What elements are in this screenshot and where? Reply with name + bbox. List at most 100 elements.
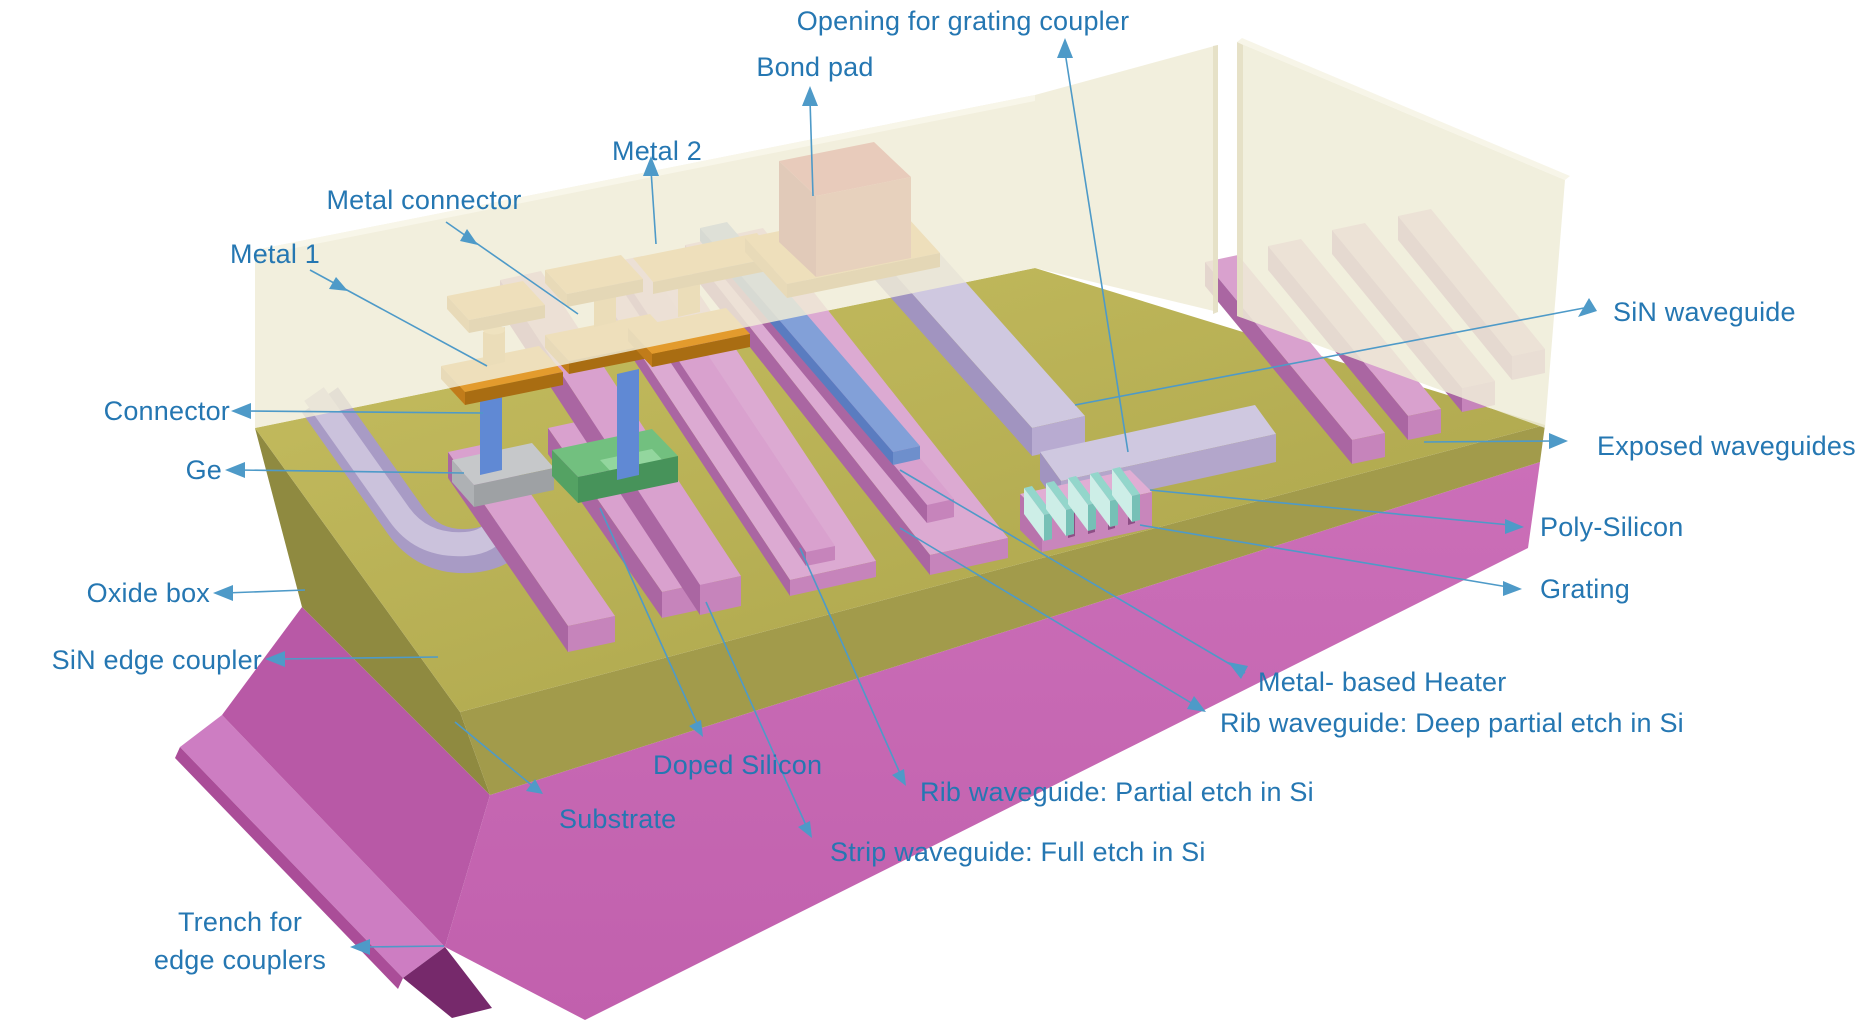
top-face [452, 443, 554, 485]
labels: Opening for grating coupler Bond pad Met… [52, 6, 1856, 975]
label-exposed-waveguides: Exposed waveguides [1597, 431, 1856, 461]
oxide-left-face [255, 428, 490, 795]
cladding-right-wall-top [1237, 38, 1570, 180]
connector-arrow [242, 410, 484, 414]
arrowhead [798, 821, 812, 838]
fin-front [1110, 499, 1118, 527]
opening-edge-right [1237, 42, 1243, 318]
label-metal-2: Metal 2 [612, 136, 702, 166]
fin-front [1088, 503, 1096, 531]
arrowhead [689, 720, 703, 737]
end-face [893, 446, 920, 465]
label-doped-silicon: Doped Silicon [653, 750, 822, 780]
label-poly-silicon: Poly-Silicon [1540, 512, 1683, 542]
arrowhead [892, 769, 906, 786]
substrate-front-face [445, 462, 1540, 1020]
label-sin-waveguide: SiN waveguide [1613, 297, 1796, 327]
fin-top [1112, 467, 1140, 496]
fin-top [1046, 481, 1074, 510]
label-opening-grating: Opening for grating coupler [797, 6, 1130, 36]
end-face [1352, 433, 1385, 464]
cladding-left-wall [255, 95, 1035, 428]
slab-end [930, 538, 1008, 575]
rib-end [927, 499, 954, 523]
end-face [568, 616, 615, 652]
label-sin-edge-coupler: SiN edge coupler [52, 645, 262, 675]
fin-left [1046, 483, 1066, 536]
label-bond-pad: Bond pad [756, 52, 873, 82]
trench-front-face [175, 747, 403, 989]
arrowhead [802, 86, 818, 106]
arrowhead [213, 585, 233, 601]
trench-end-face [403, 947, 492, 1018]
fin-left [1024, 488, 1044, 541]
label-oxide-box: Oxide box [87, 578, 211, 608]
front-face [578, 456, 678, 503]
oxide-front-face [460, 425, 1545, 795]
left-face [452, 460, 474, 507]
label-trench-line2: edge couplers [154, 945, 326, 975]
rib-end [806, 546, 835, 566]
sin-edge-coupler-arrow [276, 656, 439, 660]
front-face [652, 334, 750, 367]
label-metal-based-heater: Metal- based Heater [1258, 667, 1506, 697]
arrowhead [225, 462, 245, 478]
end-face [1408, 409, 1441, 440]
label-rib-waveguide-deep: Rib waveguide: Deep partial etch in Si [1220, 708, 1684, 738]
arrowhead [1057, 38, 1073, 58]
arrowhead [1549, 433, 1568, 449]
arrowhead [329, 277, 348, 291]
opening-edge-left [1213, 45, 1218, 314]
arrowhead [1505, 519, 1524, 534]
label-substrate: Substrate [559, 804, 676, 834]
fin-top [1024, 486, 1052, 515]
label-ge: Ge [186, 455, 222, 485]
slab-side [685, 245, 930, 575]
arrowhead [1578, 298, 1597, 317]
rib-deep-arrow [899, 527, 1204, 711]
top-face [552, 429, 678, 477]
label-metal-1: Metal 1 [230, 239, 320, 269]
substrate-left-face [222, 607, 490, 947]
poly-silicon-fins [1024, 467, 1140, 541]
arrowhead [460, 229, 478, 245]
fin-left [1068, 478, 1088, 531]
arrowhead [350, 939, 370, 955]
fin-front [1066, 508, 1074, 536]
fin-front [1044, 513, 1052, 541]
fin-front [1132, 494, 1140, 522]
via-connector-1 [480, 391, 502, 475]
side-face [875, 252, 1032, 456]
strip-waveguide-arrow [705, 601, 810, 833]
via-connector-2 [617, 369, 639, 480]
arrowhead [526, 779, 543, 794]
sin-waveguide-arrow [1074, 307, 1585, 406]
label-connector: Connector [104, 396, 230, 426]
trench-for-edge-couplers [175, 715, 492, 1018]
label-grating: Grating [1540, 574, 1630, 604]
cladding-right-wall-b [1237, 42, 1565, 428]
fin-left [1090, 474, 1110, 527]
end-face [700, 576, 741, 615]
front-face [465, 372, 563, 405]
exposed-waveguides-arrow [1423, 440, 1555, 443]
ge-arrow [236, 469, 465, 474]
front-face [474, 468, 554, 507]
trench-floor [180, 715, 445, 978]
cladding-right-wall-a [1035, 45, 1218, 312]
label-rib-waveguide-partial: Rib waveguide: Partial etch in Si [920, 777, 1314, 807]
arrowhead [1187, 696, 1206, 712]
arrowhead [1503, 581, 1522, 596]
left-face [552, 450, 578, 503]
arrowhead [231, 403, 251, 419]
metal-heater-arrow [899, 469, 1246, 674]
arrowhead [643, 156, 659, 176]
substrate-arrow [454, 721, 541, 793]
poly-silicon-arrow [1149, 489, 1511, 526]
substrate-block [222, 462, 1540, 1020]
opening-grating-arrow [1064, 51, 1129, 453]
rib-partial-arrow [799, 547, 904, 781]
arrowhead [265, 651, 285, 667]
